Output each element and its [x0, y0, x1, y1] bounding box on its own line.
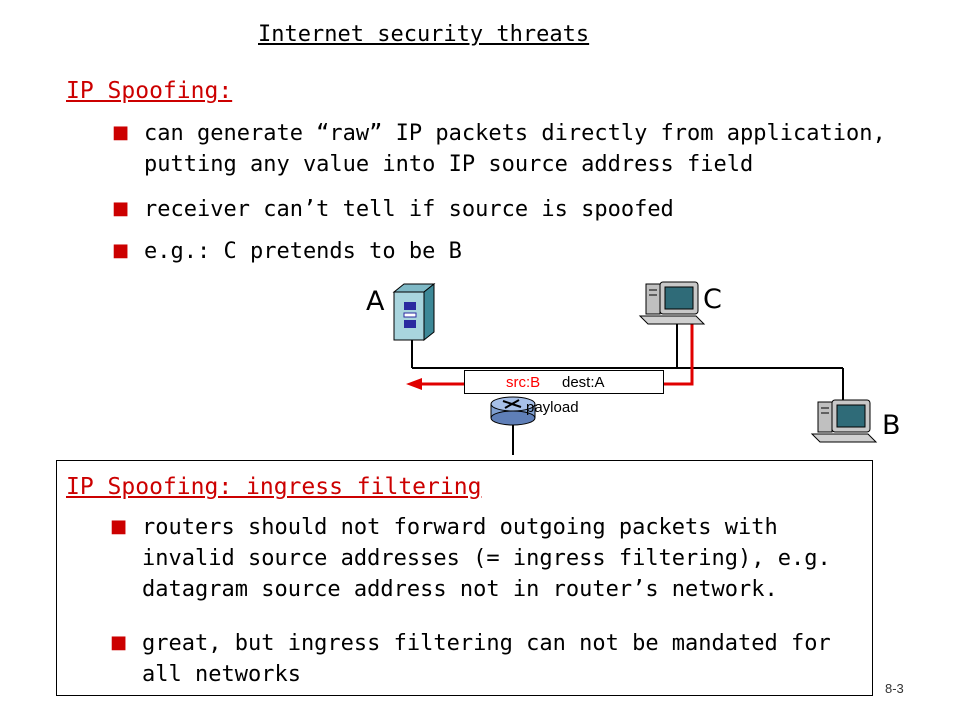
- bullet-text: routers should not forward outgoing pack…: [142, 515, 831, 602]
- bullet-item: ■ receiver can’t tell if source is spoof…: [112, 194, 932, 225]
- section-heading-ip-spoofing: IP Spoofing:: [66, 78, 233, 104]
- bullet-text: can generate “raw” IP packets directly f…: [144, 121, 886, 177]
- page-number: 8-3: [885, 681, 904, 696]
- spoof-path: [420, 318, 694, 386]
- packet-src-label: src:B: [506, 374, 541, 391]
- packet-payload-label: payload: [526, 399, 579, 416]
- host-c-label: C: [703, 284, 722, 315]
- desktop-computer-icon-b: [810, 399, 878, 443]
- section-heading-ingress-filtering: IP Spoofing: ingress filtering: [66, 474, 482, 500]
- network-links: [411, 318, 844, 455]
- bullet-icon: ■: [110, 516, 128, 537]
- host-b-label: B: [882, 410, 901, 441]
- router-icon: [490, 396, 536, 426]
- bullet-item: ■ can generate “raw” IP packets directly…: [112, 118, 932, 180]
- bullet-item: ■ routers should not forward outgoing pa…: [110, 512, 870, 605]
- bullet-text: great, but ingress filtering can not be …: [142, 631, 831, 687]
- arrow-left-icon: [406, 378, 422, 390]
- bullet-icon: ■: [110, 632, 128, 653]
- ingress-filtering-box: [56, 460, 873, 696]
- bullet-item: ■ e.g.: C pretends to be B: [112, 236, 932, 267]
- bullet-icon: ■: [112, 122, 130, 143]
- bullet-text: receiver can’t tell if source is spoofed: [144, 197, 674, 222]
- server-icon: [392, 282, 436, 342]
- host-a-label: A: [366, 286, 385, 317]
- bullet-icon: ■: [112, 198, 130, 219]
- packet-box: [464, 370, 664, 394]
- bullet-icon: ■: [112, 240, 130, 261]
- bullet-item: ■ great, but ingress filtering can not b…: [110, 628, 870, 690]
- slide-title: Internet security threats: [258, 22, 590, 47]
- desktop-computer-icon-c: [638, 281, 706, 325]
- bullet-text: e.g.: C pretends to be B: [144, 239, 462, 264]
- packet-dest-label: dest:A: [562, 374, 605, 391]
